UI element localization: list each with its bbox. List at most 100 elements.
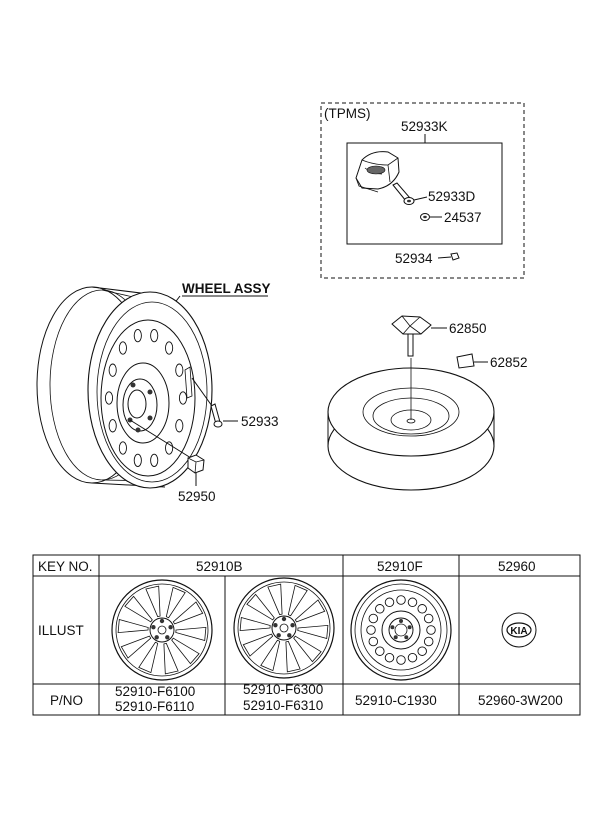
alloy-lug: [281, 616, 287, 622]
tpms-inner-box: [346, 142, 503, 245]
alloy-spoke: [267, 583, 283, 616]
wheel-assy-group: WHEEL ASSY: [36, 281, 279, 504]
alloy-lug: [154, 635, 159, 640]
steel-vent-hole: [417, 604, 427, 614]
wheel-vent-hole: [108, 419, 117, 433]
wheel-vent-hole: [175, 363, 184, 377]
alloy-spoke: [124, 595, 153, 623]
wheel-valve-label: 52933: [241, 414, 279, 429]
spare-label-icon: [456, 353, 475, 369]
steel-vent-hole: [417, 646, 427, 656]
alloy-wheel-f6100-icon: [111, 579, 213, 681]
steel-vent-hole: [375, 646, 385, 656]
spare-tire-group: 62850 62852: [327, 315, 528, 491]
steel-vent-hole: [384, 597, 395, 608]
tpms-valve-label: 52933D: [428, 189, 476, 204]
table-key-52910b: 52910B: [196, 559, 243, 574]
alloy-spoke: [117, 618, 149, 634]
alloy-spoke: [297, 624, 329, 640]
tpms-cap-leader: [437, 256, 452, 259]
alloy-spoke: [260, 639, 281, 672]
alloy-spoke: [120, 635, 152, 659]
parts-table: KEY NO. ILLUST P/NO 52910B 52910F 52960 …: [32, 554, 581, 716]
alloy-wheel-f6300-icon: [233, 577, 335, 679]
alloy-lug: [151, 625, 156, 630]
steel-vent-hole: [407, 652, 418, 663]
table-header-key-no: KEY NO.: [38, 559, 93, 574]
table-pno-52960-3w200: 52960-3W200: [478, 693, 563, 708]
lug-nut-icon: [187, 454, 205, 474]
tpms-nut-label: 24537: [444, 210, 482, 225]
alloy-spoke: [294, 599, 326, 623]
table-key-52960: 52960: [498, 559, 536, 574]
steel-vent-hole: [368, 613, 379, 624]
steel-lug: [404, 635, 409, 640]
alloy-spoke: [171, 637, 200, 665]
wheel-vent-hole: [118, 341, 127, 355]
table-border: [32, 554, 581, 716]
alloy-spoke: [242, 633, 274, 657]
lug-nut-leader-a: [129, 419, 192, 459]
steel-vent-hole: [423, 613, 434, 624]
table-key-52910f: 52910F: [377, 559, 423, 574]
alloy-spoke: [165, 586, 186, 619]
alloy-lug: [287, 633, 292, 638]
steel-vent-hole: [375, 604, 385, 614]
spare-label-label: 62852: [490, 355, 528, 370]
table-pno-52910-f6300: 52910-F6300: [243, 682, 323, 697]
steel-vent-hole: [407, 597, 418, 608]
wheel-vent-hole: [165, 441, 174, 455]
wheel-vent-hole: [133, 328, 142, 343]
table-pno-52910-f6110: 52910-F6110: [115, 699, 194, 714]
wheel-vent-hole: [104, 391, 114, 405]
alloy-spoke: [175, 626, 207, 642]
alloy-spoke: [287, 584, 308, 617]
alloy-lug: [273, 623, 278, 628]
alloy-spoke: [172, 601, 204, 625]
steel-lug: [393, 635, 398, 640]
wheel-vent-hole: [108, 363, 117, 377]
tpms-dashed-box: [320, 102, 525, 279]
tpms-cap-icon: [450, 252, 460, 261]
wheel-vent-hole: [165, 341, 174, 355]
hold-down-label: 62850: [449, 321, 487, 336]
alloy-spoke: [285, 640, 301, 673]
hold-down-bracket-icon: [391, 315, 432, 357]
steel-vent-hole: [423, 636, 434, 647]
alloy-spoke: [163, 642, 179, 675]
steel-vent-hole: [368, 636, 379, 647]
tpms-box-title: (TPMS): [324, 106, 371, 121]
alloy-spoke: [145, 585, 161, 618]
wheel-valve-icon: [210, 403, 223, 428]
table-pno-52910-c1930: 52910-C1930: [355, 693, 437, 708]
wheel-vent-hole: [150, 328, 159, 343]
alloy-lug: [168, 625, 173, 630]
wheel-vent-hole: [150, 453, 159, 468]
tpms-cap-label: 52934: [395, 251, 433, 266]
steel-wheel-icon: [36, 286, 213, 489]
steel-vent-hole: [426, 625, 436, 635]
lug-nut-label: 52950: [178, 489, 216, 504]
wheel-valve-leader-a: [191, 377, 213, 407]
alloy-spoke: [239, 616, 271, 632]
alloy-lug: [276, 633, 281, 638]
steel-wheel-c1930-icon: [350, 579, 452, 681]
alloy-spoke: [293, 635, 322, 663]
steel-lug: [399, 619, 403, 623]
tpms-valve-leader: [413, 196, 428, 201]
tpms-group: (TPMS) 52933K 52933D 24537 52934: [320, 102, 525, 279]
steel-vent-hole: [396, 655, 406, 665]
wheel-vent-hole: [178, 391, 188, 405]
alloy-spoke: [138, 641, 159, 674]
wheel-vent-hole: [133, 453, 142, 468]
steel-lug: [407, 625, 412, 630]
steel-vent-hole: [396, 595, 406, 605]
alloy-lug: [165, 635, 170, 640]
alloy-spoke: [246, 593, 275, 621]
tpms-nut-icon: [420, 213, 430, 221]
alloy-lug: [159, 618, 165, 624]
tpms-assembly-label: 52933K: [401, 119, 448, 134]
table-pno-52910-f6100: 52910-F6100: [115, 684, 195, 699]
steel-lug: [390, 625, 395, 630]
